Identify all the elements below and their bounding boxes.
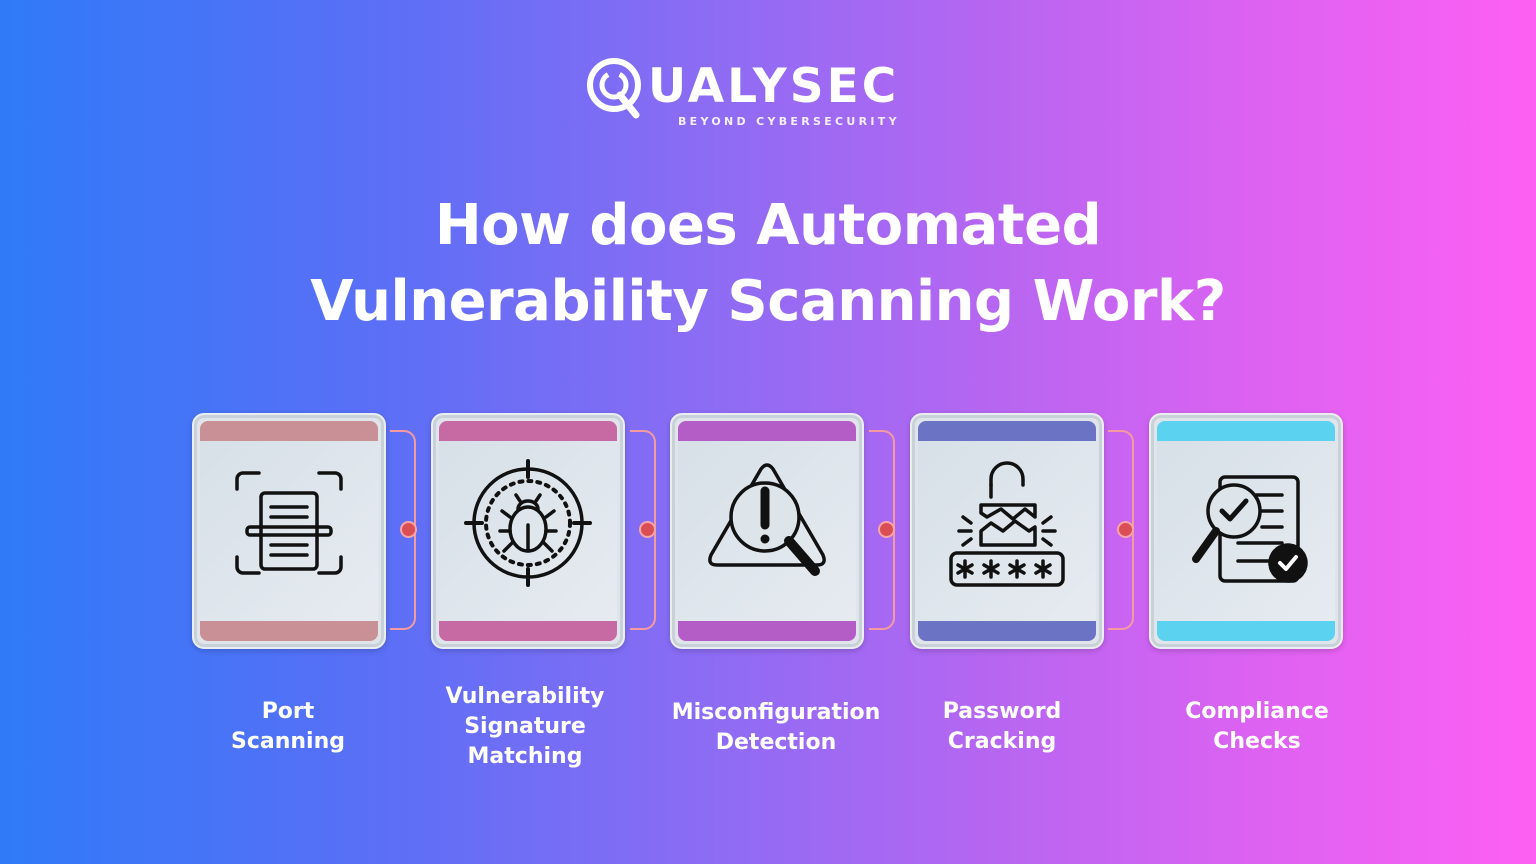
step-label-port-scanning: Port Scanning	[230, 699, 345, 754]
document-scan-icon	[235, 471, 343, 575]
qualysec-logo: UALYSEC BEYOND CYBERSECURITY	[584, 55, 924, 130]
card-band-bottom	[200, 621, 378, 641]
step-label-signature-matching: Vulnerability Signature Matching	[445, 684, 605, 769]
card-band-top	[1157, 421, 1335, 441]
step-label-misconfiguration-detection: Misconfiguration Detection	[671, 700, 881, 755]
card-band-top	[678, 421, 856, 441]
connector-dot	[878, 521, 895, 538]
card-band-bottom	[678, 621, 856, 641]
card-band-bottom	[439, 621, 617, 641]
step-card-password-cracking	[910, 413, 1104, 649]
card-band-bottom	[1157, 621, 1335, 641]
card-band-top	[439, 421, 617, 441]
step-card-compliance-checks	[1149, 413, 1343, 649]
bug-target-icon	[464, 459, 592, 587]
title-line-1: How does Automated	[434, 193, 1102, 258]
warning-magnifier-icon	[708, 463, 826, 576]
step-card-signature-matching	[431, 413, 625, 649]
brand-tagline: BEYOND CYBERSECURITY	[678, 115, 900, 128]
connector-dot	[1117, 521, 1134, 538]
card-band-top	[918, 421, 1096, 441]
card-body	[200, 441, 378, 621]
compliance-check-icon	[1192, 475, 1308, 583]
card-band-top	[200, 421, 378, 441]
q-logo-icon	[587, 58, 641, 119]
step-card-misconfiguration-detection	[670, 413, 864, 649]
page-title: How does Automated Vulnerability Scannin…	[0, 188, 1536, 340]
step-label-compliance-checks: Compliance Checks	[1185, 699, 1329, 754]
title-line-2: Vulnerability Scanning Work?	[310, 269, 1226, 334]
card-band-bottom	[918, 621, 1096, 641]
brand-name: UALYSEC	[648, 59, 900, 114]
broken-lock-password-icon	[949, 461, 1065, 587]
card-body	[918, 441, 1096, 621]
connector-dot	[400, 521, 417, 538]
step-card-port-scanning	[192, 413, 386, 649]
connector-dot	[639, 521, 656, 538]
step-label-password-cracking: Password Cracking	[942, 699, 1062, 754]
